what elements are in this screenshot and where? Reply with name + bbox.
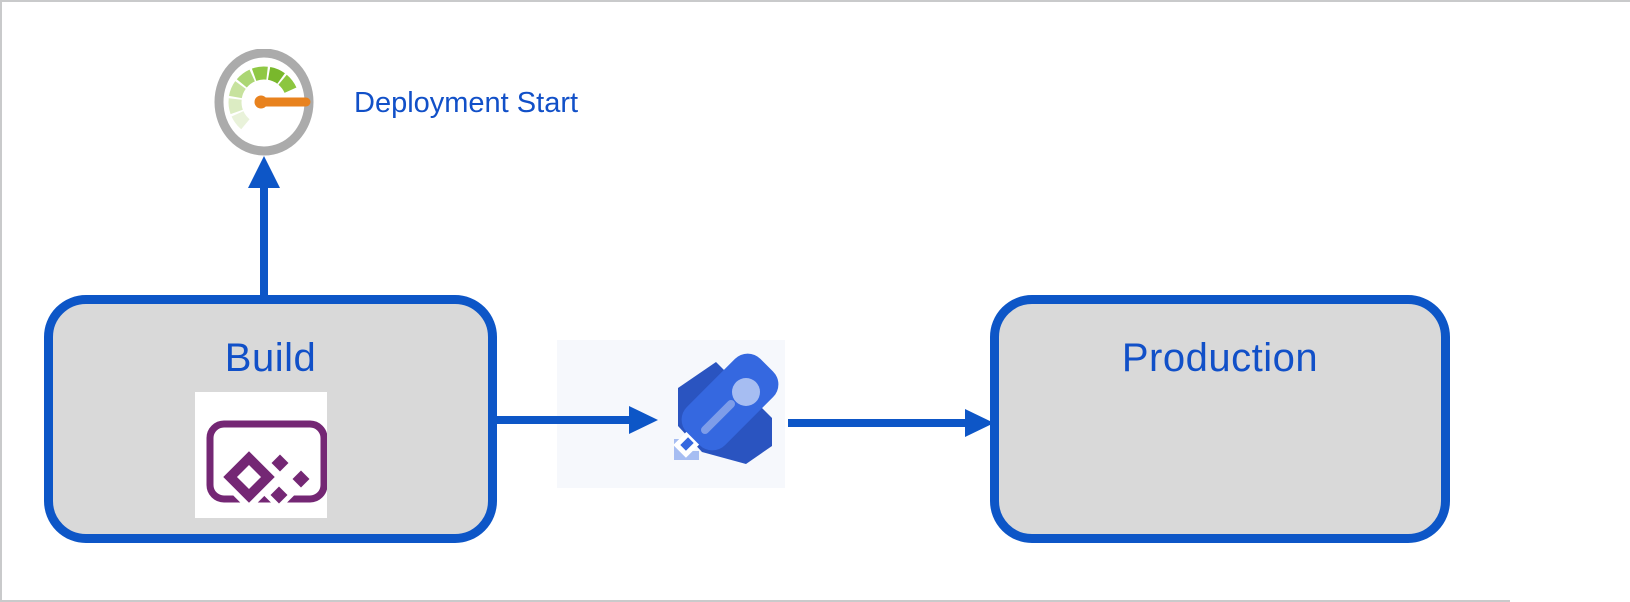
arrow-rocket-to-production — [788, 409, 994, 437]
power-apps-icon — [195, 392, 328, 518]
gauge-segments — [228, 66, 297, 130]
build-node-label: Build — [224, 336, 317, 380]
deployment-start-label: Deployment Start — [354, 87, 579, 119]
production-node: Production — [990, 295, 1450, 543]
rocket-icon — [673, 353, 779, 464]
arrow-build-to-gauge — [248, 156, 280, 300]
arrow-build-to-rocket — [494, 406, 658, 434]
production-node-label: Production — [1121, 336, 1319, 380]
gauge-icon — [214, 49, 314, 156]
gauge-needle-hub — [254, 95, 268, 109]
frame-bottom-edge — [2, 600, 1510, 602]
